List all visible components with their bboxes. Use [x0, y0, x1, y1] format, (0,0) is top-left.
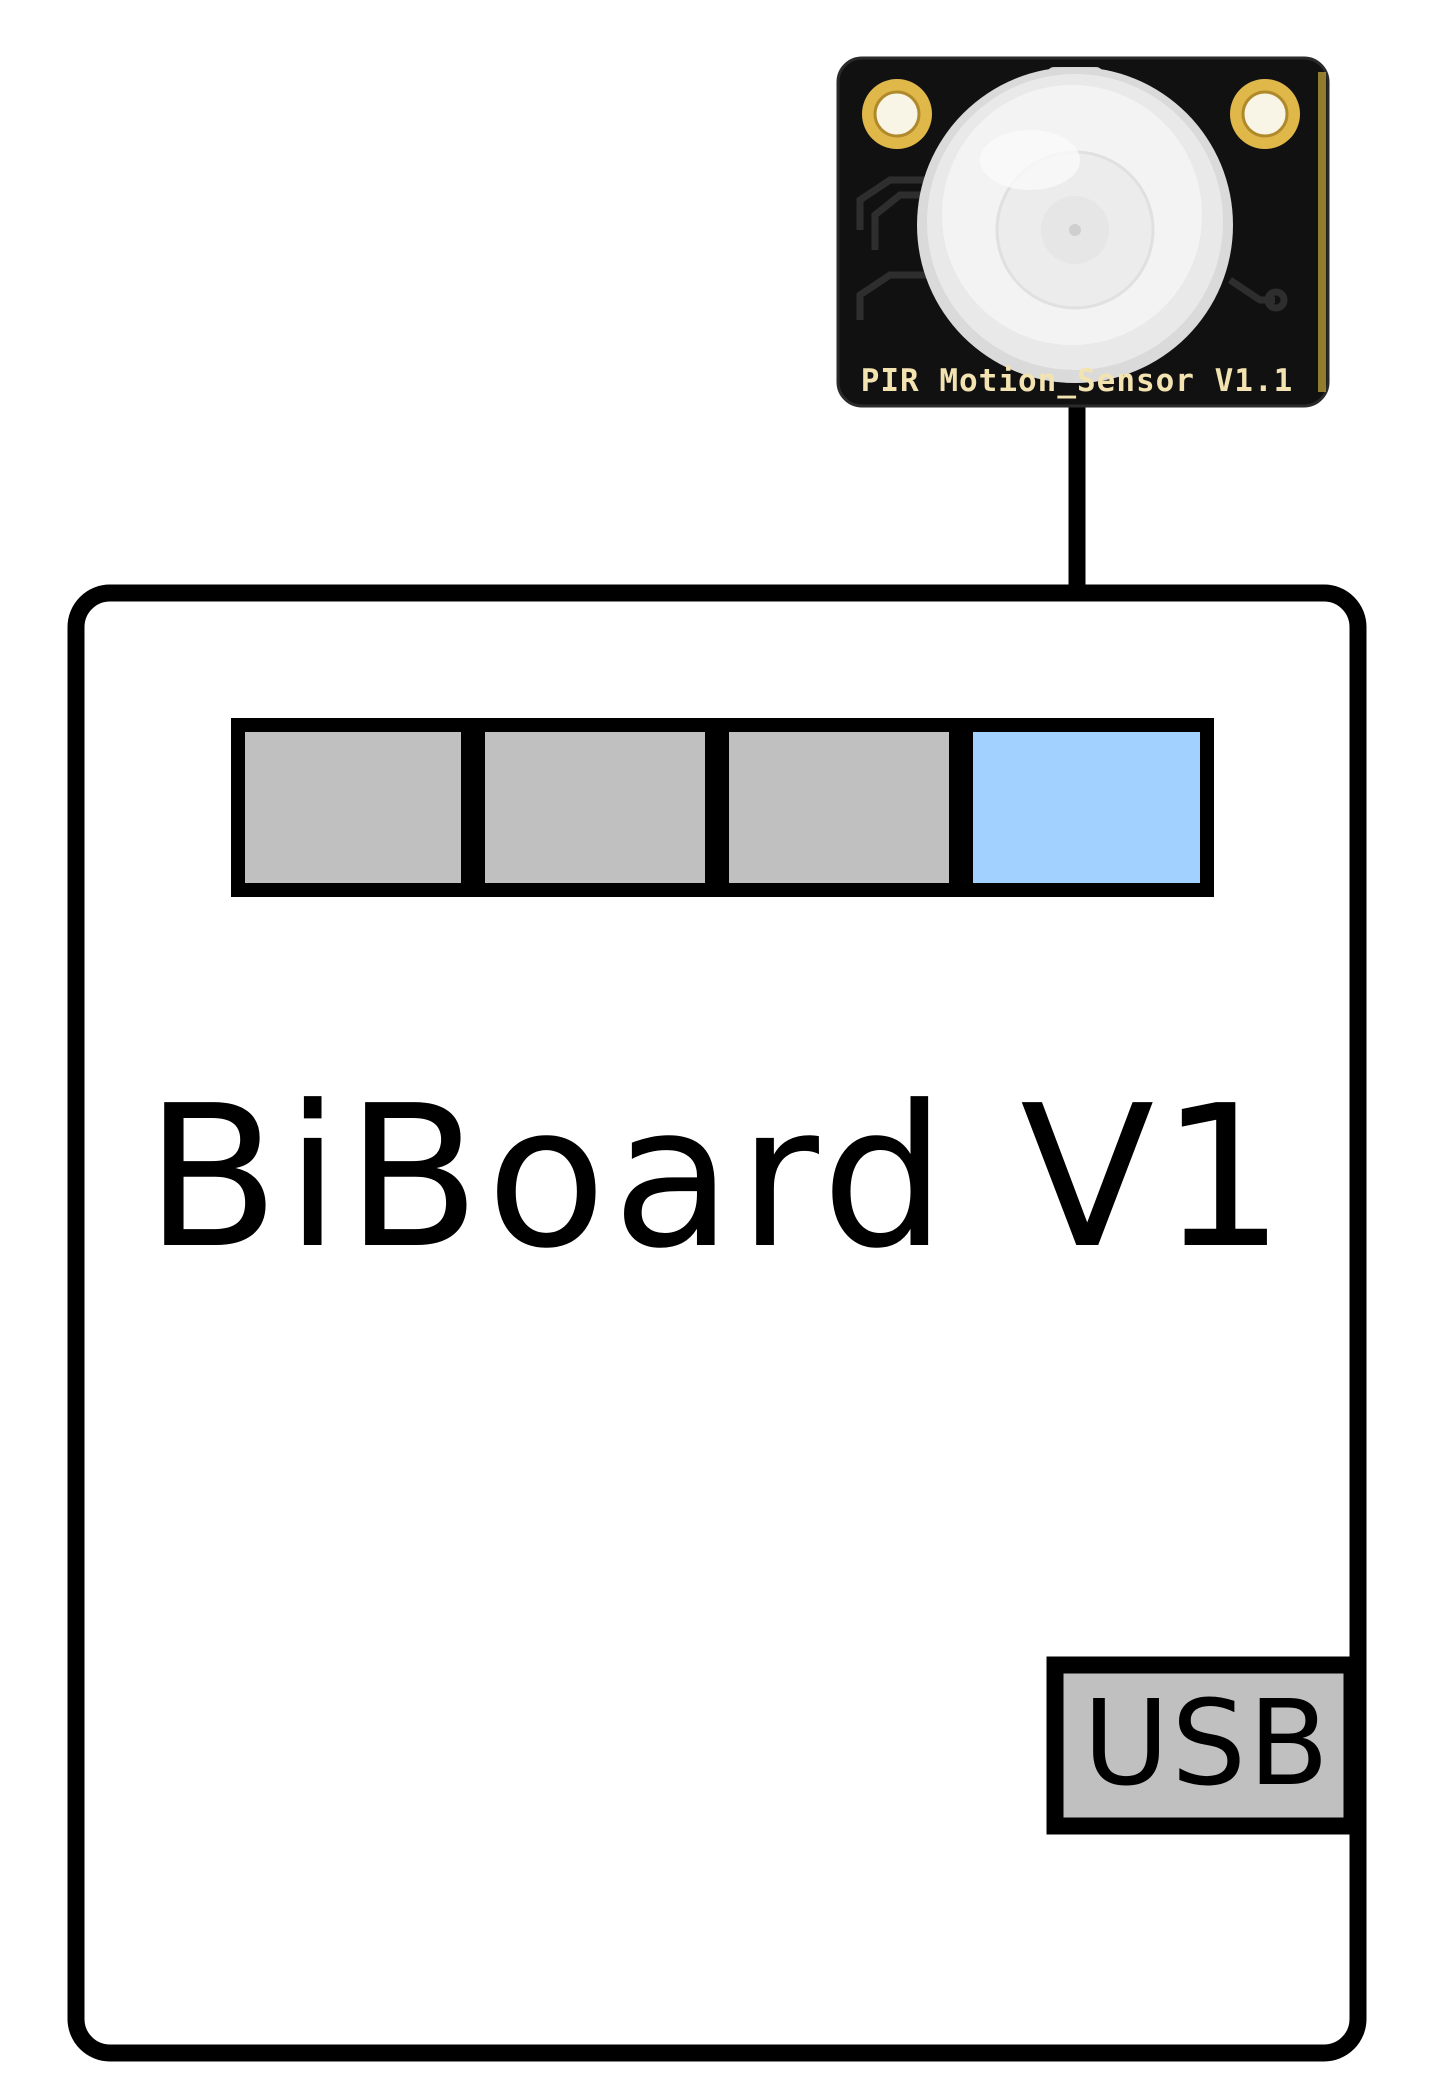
fresnel-lens	[917, 67, 1233, 383]
usb-port[interactable]: USB	[1046, 1656, 1361, 1835]
port-2[interactable]	[485, 732, 705, 883]
usb-port-body[interactable]	[1046, 1656, 1361, 1835]
port-4[interactable]	[973, 732, 1200, 883]
sensor-pcb-edge	[1318, 72, 1326, 392]
port-strip	[231, 718, 1214, 897]
port-3[interactable]	[729, 732, 949, 883]
board-title: BiBoard V1	[145, 1064, 1291, 1292]
port-1[interactable]	[245, 732, 461, 883]
sensor-label: PIR Motion_Sensor V1.1	[861, 363, 1294, 399]
board-outline	[67, 584, 1367, 2062]
pir-sensor-module: PIR Motion_Sensor V1.1	[836, 56, 1330, 408]
usb-label: USB	[1083, 1674, 1331, 1812]
mounting-hole-left	[862, 79, 932, 149]
mounting-hole-right	[1230, 79, 1300, 149]
